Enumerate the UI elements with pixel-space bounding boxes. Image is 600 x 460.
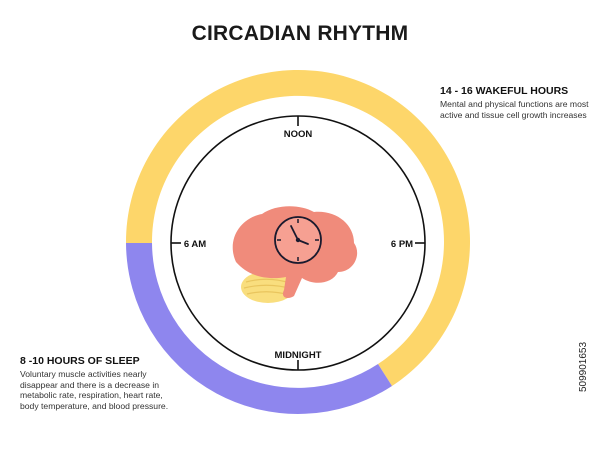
sleep-title: 8 -10 HOURS OF SLEEP — [20, 355, 140, 367]
label-noon: NOON — [284, 129, 313, 140]
sleep-ring-segment — [126, 243, 392, 414]
label-6am: 6 AM — [184, 239, 206, 250]
sleep-description: Voluntary muscle activities nearly disap… — [20, 369, 169, 412]
clock-hand-hour — [290, 225, 299, 241]
wakeful-description: Mental and physical functions are most a… — [440, 99, 589, 120]
page-title: CIRCADIAN RHYTHM — [191, 22, 409, 45]
wakeful-info: 14 - 16 WAKEFUL HOURS Mental and physica… — [440, 85, 590, 120]
sleep-info: 8 -10 HOURS OF SLEEP Voluntary muscle ac… — [20, 355, 170, 412]
label-midnight: MIDNIGHT — [275, 350, 322, 361]
brain-icon — [232, 206, 358, 303]
stock-id: 509901653 — [578, 341, 589, 392]
label-6pm: 6 PM — [391, 239, 413, 250]
wakeful-title: 14 - 16 WAKEFUL HOURS — [440, 85, 569, 97]
cerebellum — [241, 271, 295, 303]
